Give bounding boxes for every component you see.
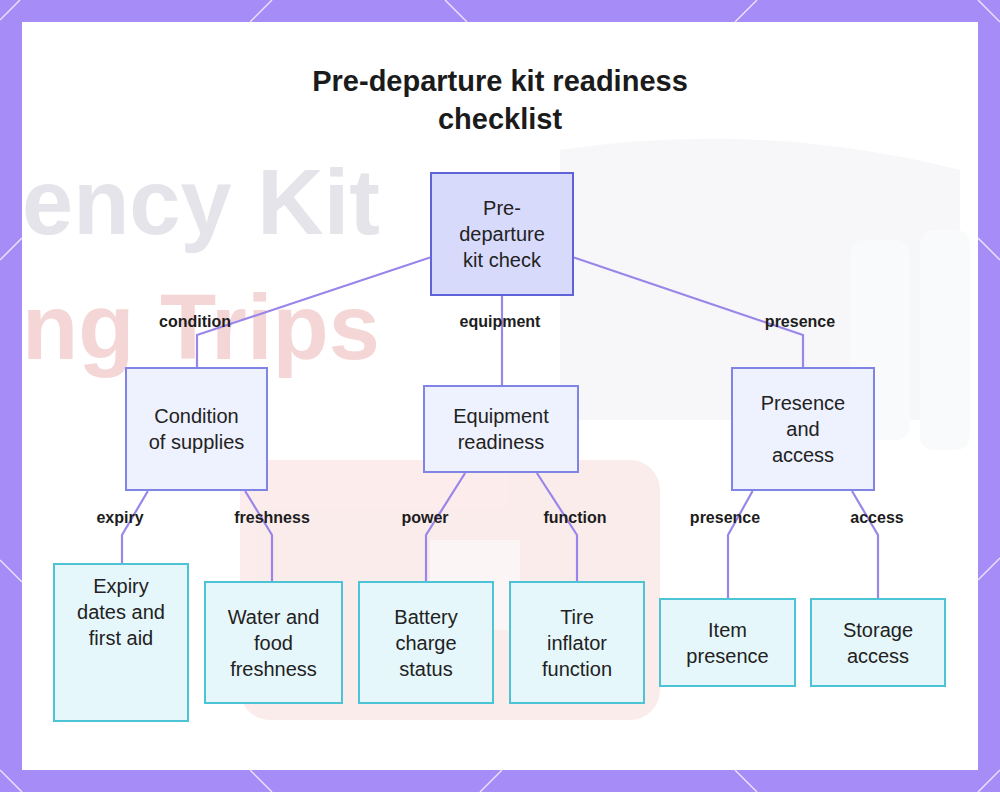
- node-text: Condition of supplies: [147, 403, 246, 455]
- check-box: Battery charge status: [358, 581, 494, 704]
- node-text: Expiry dates and first aid: [75, 573, 167, 651]
- check-box: Tire inflator function: [509, 581, 645, 704]
- connector-line: [537, 473, 577, 581]
- node-text: Pre-departure kit check: [452, 195, 552, 273]
- connector-line: [245, 491, 272, 581]
- edge-label: presence: [690, 509, 760, 527]
- category-box: Presence and access: [731, 367, 875, 491]
- connector-line: [852, 491, 878, 598]
- logo-mark: [898, 708, 932, 740]
- edge-label: equipment: [460, 313, 541, 331]
- watermark-text: ency Kit: [22, 150, 380, 255]
- edge-label: condition: [159, 313, 231, 331]
- logo-mark: [879, 692, 951, 764]
- node-text: Storage access: [832, 617, 924, 669]
- node-text: Tire inflator function: [531, 604, 623, 682]
- root-box: Pre-departure kit check: [430, 172, 574, 296]
- edge-label: power: [401, 509, 448, 527]
- check-box: Item presence: [659, 598, 796, 687]
- node-text: Presence and access: [753, 390, 853, 468]
- check-box: Water and food freshness: [204, 581, 343, 704]
- connector-line: [728, 491, 753, 598]
- check-box: Expiry dates and first aid: [53, 563, 189, 722]
- white-panel: [22, 22, 978, 770]
- connector-line: [122, 491, 148, 563]
- category-box: Equipment readiness: [423, 385, 579, 473]
- connector-line: [426, 473, 465, 581]
- node-text: Water and food freshness: [226, 604, 321, 682]
- edge-label: presence: [765, 313, 835, 331]
- connector-line: [197, 258, 430, 367]
- node-text: Equipment readiness: [445, 403, 557, 455]
- connector-line: [501, 296, 503, 385]
- edge-label: expiry: [96, 509, 143, 527]
- node-text: Battery charge status: [380, 604, 472, 682]
- edge-label: function: [543, 509, 606, 527]
- category-box: Condition of supplies: [125, 367, 268, 491]
- connector-line: [574, 258, 803, 367]
- edge-label: access: [850, 509, 903, 527]
- diagram-title: Pre-departure kit readiness checklist: [280, 62, 720, 138]
- node-text: Item presence: [681, 617, 774, 669]
- check-box: Storage access: [810, 598, 946, 687]
- edge-label: freshness: [234, 509, 310, 527]
